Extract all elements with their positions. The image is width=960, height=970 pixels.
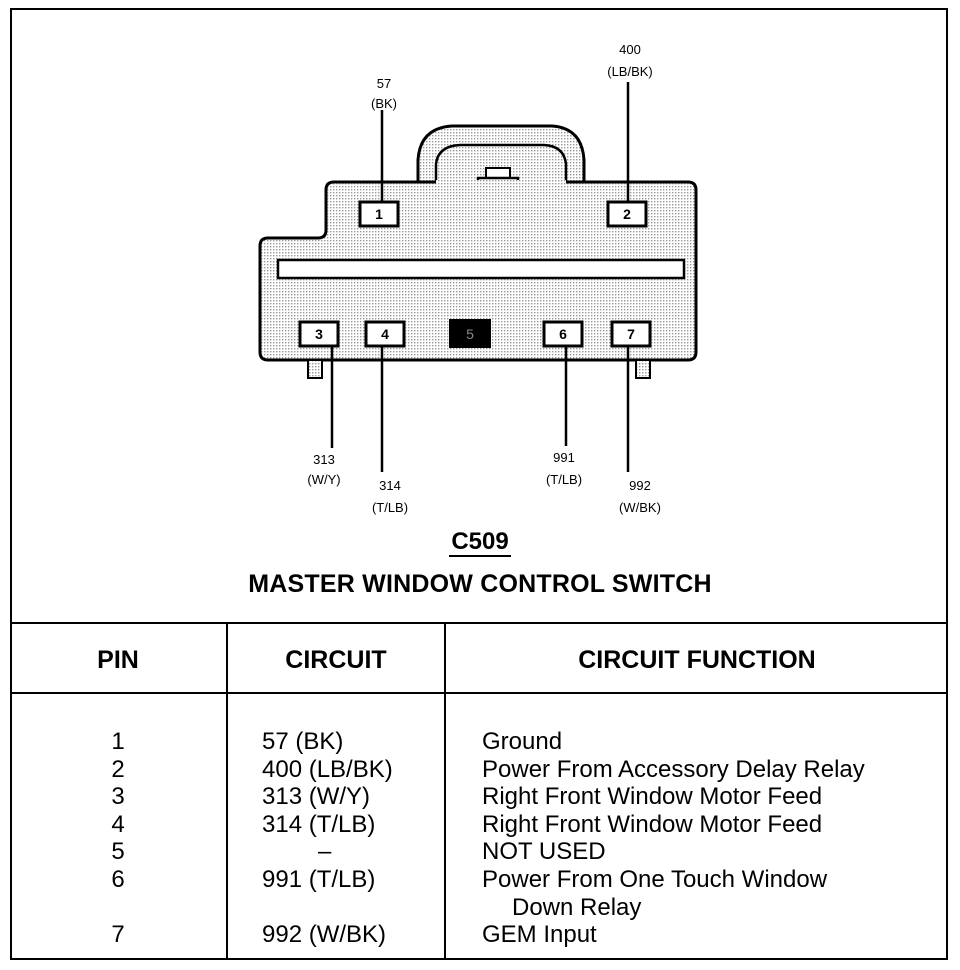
pin-4: 4 [364,320,406,348]
table-row-7-circuit: 992 (W/BK) [262,921,387,949]
header-circuit: CIRCUIT [285,646,387,674]
connector-id-text: C509 [449,528,511,557]
pin-1: 1 [358,200,400,228]
pin-2: 2 [606,200,648,228]
pin-3: 3 [298,320,340,348]
connector-latch-left [307,359,323,379]
table-row-6-pin: 6 [111,865,125,893]
circuit-column: 57 (BK) 400 (LB/BK) 313 (W/Y) 314 (T/LB)… [262,728,442,949]
wire-label-pin-3-color: (W/Y) [307,472,340,487]
table-row-2-function: Power From Accessory Delay Relay [482,755,865,783]
table-row-4-pin: 4 [111,810,125,838]
pin-1-label: 1 [375,206,383,222]
pin-4-label: 4 [381,326,389,342]
connector-slot [276,258,686,280]
table-row-2-pin: 2 [111,755,125,783]
diagram-frame [10,8,948,960]
wire-label-pin-6-number: 991 [553,450,575,465]
table-row-4-circuit: 314 (T/LB) [262,810,376,838]
table-top-border [10,622,948,624]
header-circuit-function: CIRCUIT FUNCTION [578,646,816,674]
pin-6: 6 [542,320,584,348]
table-row-6-function: Power From One Touch Window [482,865,828,893]
wire-label-pin-7-color: (W/BK) [619,500,661,515]
wire-label-pin-4-number: 314 [379,478,401,493]
table-row-4-function: Right Front Window Motor Feed [482,810,823,838]
connector-id: C509 [0,528,960,557]
table-row-7-function: GEM Input [482,921,597,949]
table-row-6-function-cont: Down Relay [512,893,642,921]
table-row-1-circuit: 57 (BK) [262,728,344,755]
wire-label-pin-4-color: (T/LB) [372,500,408,515]
connector-latch-right [635,359,651,379]
wire-label-pin-1-color: (BK) [371,96,397,111]
connector-diagram: 1 2 3 4 5 6 7 57 (BK) 400 (LB/BK) 313 (W… [258,42,698,515]
table-row-2-circuit: 400 (LB/BK) [262,755,393,783]
pin-7: 7 [610,320,652,348]
wire-label-pin-2-number: 400 [619,42,641,57]
pin-2-label: 2 [623,206,631,222]
connector-name: MASTER WINDOW CONTROL SWITCH [248,570,712,598]
table-row-1-pin: 1 [111,728,125,755]
table-column-divider-2 [444,622,446,960]
wire-label-pin-2-color: (LB/BK) [607,64,653,79]
header-pin: PIN [97,646,139,674]
pin-column: 1 2 3 4 5 6 7 [96,728,140,949]
function-column: Ground Power From Accessory Delay Relay … [482,728,942,949]
pin-7-label: 7 [627,326,635,342]
table-row-1-function: Ground [482,728,563,755]
table-row-3-function: Right Front Window Motor Feed [482,783,823,811]
table-column-divider-1 [226,622,228,960]
wire-label-pin-1-number: 57 [377,76,391,91]
table-header-divider [10,692,948,694]
table-row-3-pin: 3 [111,783,125,811]
pin-3-label: 3 [315,326,323,342]
pin-5-label: 5 [466,326,474,342]
wire-label-pin-3-number: 313 [313,452,335,467]
pin-5: 5 [449,319,491,348]
table-row-6-circuit: 991 (T/LB) [262,865,376,893]
wire-label-pin-6-color: (T/LB) [546,472,582,487]
wire-label-pin-7-number: 992 [629,478,651,493]
table-row-5-function: NOT USED [482,838,606,866]
table-row-5-circuit: – [318,838,332,866]
table-row-3-circuit: 313 (W/Y) [262,783,371,811]
pin-6-label: 6 [559,326,567,342]
table-row-7-pin: 7 [111,921,125,949]
table-row-5-pin: 5 [111,838,125,866]
